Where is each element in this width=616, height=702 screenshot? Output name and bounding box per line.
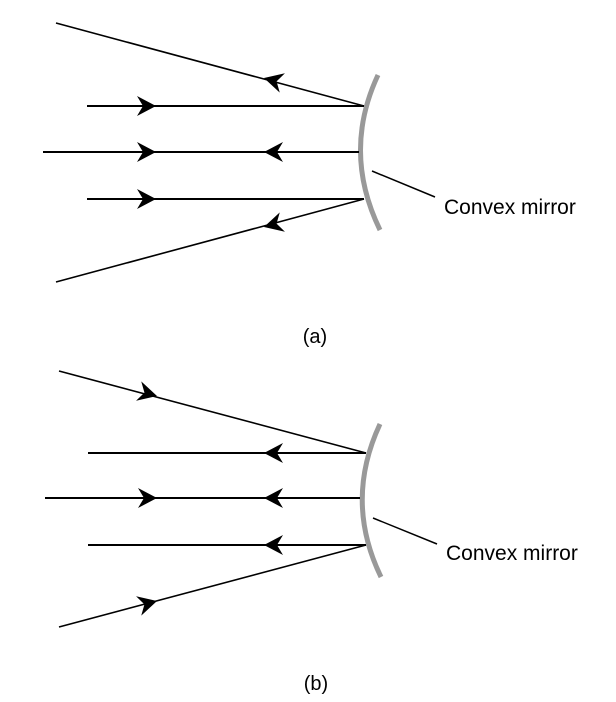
arrowhead-left-icon	[264, 142, 283, 162]
arrowhead-left-icon	[264, 73, 285, 93]
panel-caption-a: (a)	[303, 326, 327, 348]
arrowhead-left-icon	[264, 535, 283, 555]
panel-b: Convex mirror (b)	[45, 370, 578, 695]
arrowhead-right-icon	[138, 488, 157, 508]
panel-caption-b: (b)	[304, 673, 328, 695]
incident-ray-top-b	[58, 370, 367, 454]
arrowhead-right-icon	[136, 381, 157, 401]
arrowhead-right-icon	[137, 96, 156, 116]
arrowhead-right-icon	[137, 189, 156, 209]
arrowhead-right-icon	[137, 142, 156, 162]
arrowhead-left-icon	[264, 212, 285, 232]
arrowhead-left-icon	[264, 443, 283, 463]
reflected-ray-top-a	[55, 22, 365, 107]
mirror-label-leader-b	[372, 517, 438, 545]
arrowhead-right-icon	[136, 596, 157, 616]
reflected-ray-bottom-a	[55, 198, 365, 283]
panel-a: Convex mirror (a)	[43, 22, 576, 348]
arrowhead-left-icon	[264, 488, 283, 508]
convex-mirror-a	[358, 73, 383, 232]
mirror-label-b: Convex mirror	[446, 542, 578, 565]
mirror-label-a: Convex mirror	[444, 196, 576, 219]
incident-ray-bottom-b	[58, 544, 367, 628]
mirror-label-leader-a	[371, 170, 436, 198]
convex-mirror-b	[359, 422, 384, 579]
